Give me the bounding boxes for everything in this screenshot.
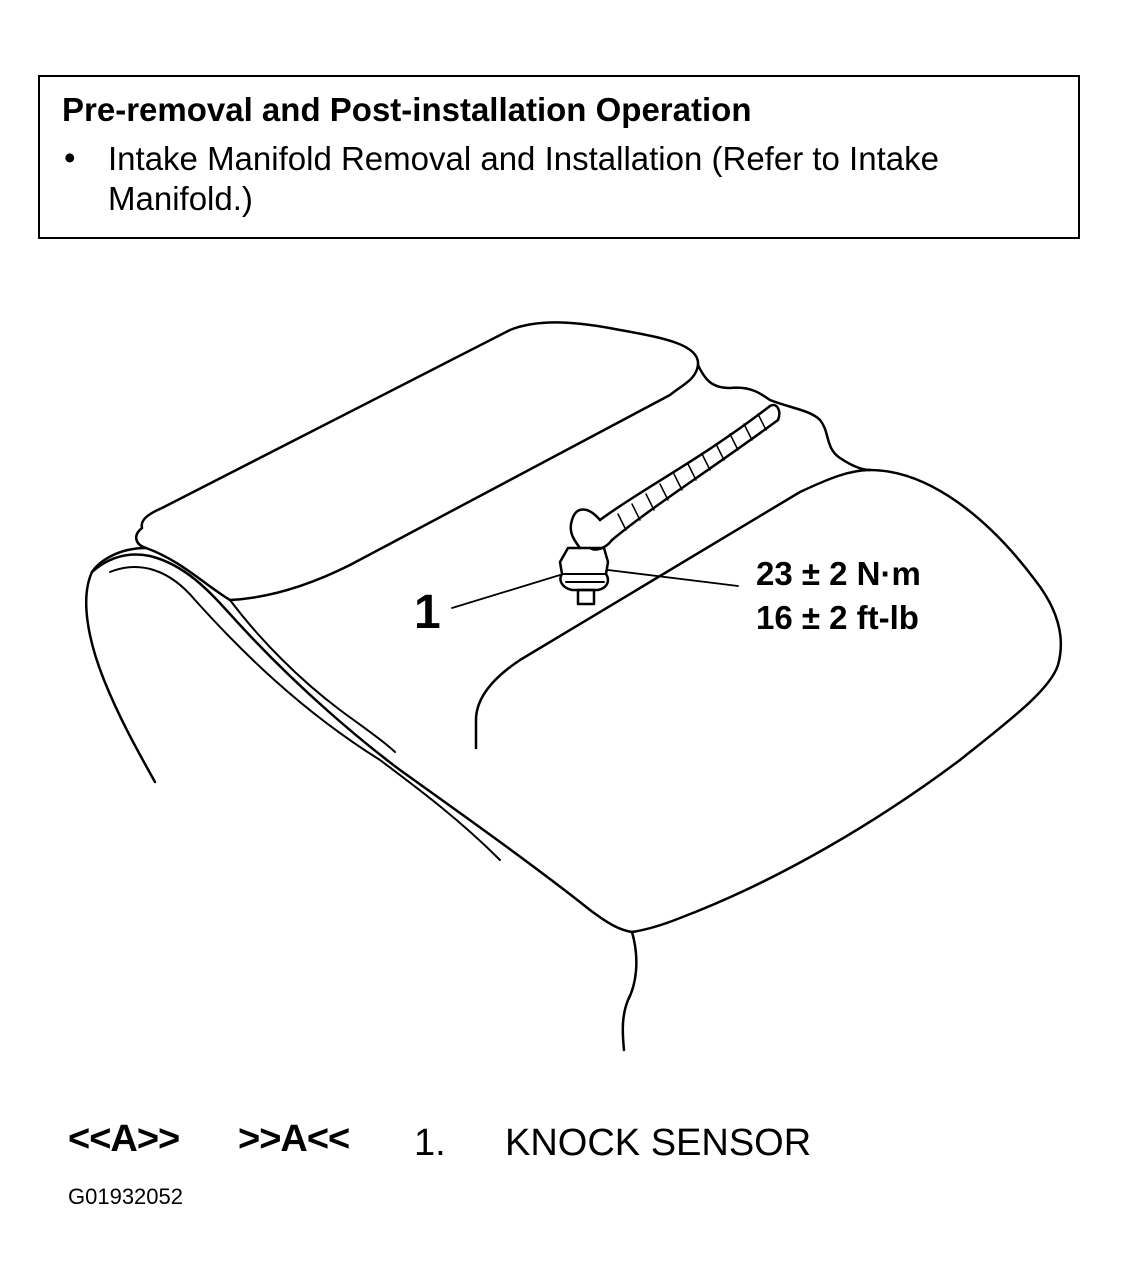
engine-cover-ridge-line: [229, 599, 396, 753]
engine-cover-outer-edge: [85, 546, 157, 784]
removal-code: <<A>>: [68, 1118, 180, 1160]
engine-cover-right-inner-edge: [474, 468, 872, 750]
knock-sensor-stud: [576, 588, 596, 606]
legend-item-label: KNOCK SENSOR: [505, 1122, 812, 1164]
bullet-icon: •: [64, 139, 76, 176]
knock-sensor-diagram: 1 23 ± 2 N·m 16 ± 2 ft-lb: [85, 321, 1063, 1052]
torque-leader: [607, 569, 739, 587]
engine-cover-inner-edge: [109, 566, 501, 861]
torque-spec-imperial: 16 ± 2 ft-lb: [756, 599, 919, 636]
torque-spec-metric: 23 ± 2 N·m: [756, 555, 921, 592]
engine-cover-left-face: [134, 526, 232, 602]
note-bullet-text: Intake Manifold Removal and Installation…: [108, 140, 939, 217]
knock-sensor-body: [558, 546, 610, 592]
engine-cover-center-ridge: [696, 363, 872, 472]
engine-cover-front-edge: [90, 553, 634, 934]
installation-code: >>A<<: [238, 1118, 350, 1160]
callout-number-1: 1: [414, 586, 441, 639]
sensor-wire-harness: [598, 404, 772, 522]
engine-cover-right-section: [630, 468, 1063, 934]
figure-id: G01932052: [68, 1184, 183, 1209]
component-legend: <<A>> >>A<< 1. KNOCK SENSOR: [0, 1118, 1121, 1178]
note-title: Pre-removal and Post-installation Operat…: [62, 91, 752, 128]
pre-removal-note-box: Pre-removal and Post-installation Operat…: [38, 75, 1080, 239]
engine-cover-left-section: [140, 321, 700, 602]
legend-item-number: 1.: [414, 1122, 446, 1164]
callout-leader-1: [451, 574, 561, 609]
engine-cover-lower-tail: [621, 930, 638, 1052]
